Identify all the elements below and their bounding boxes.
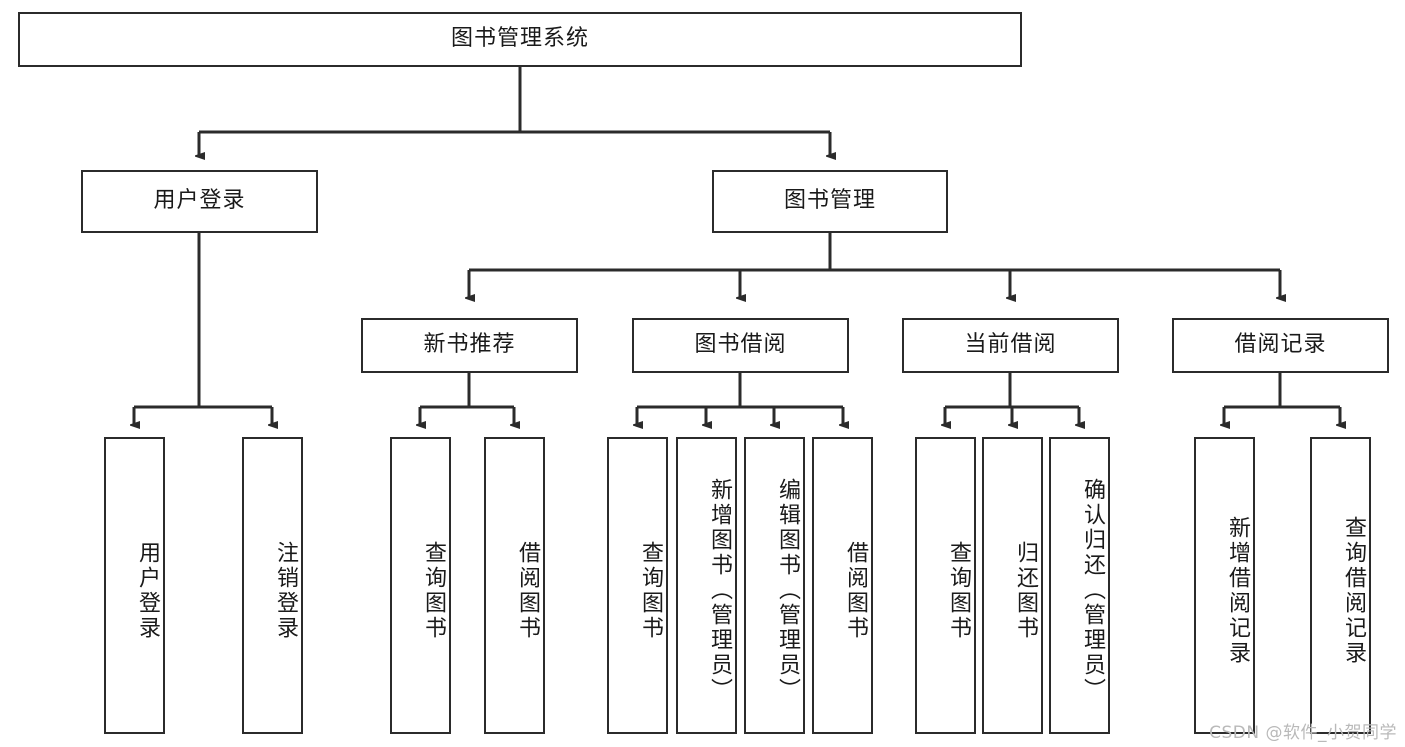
- node-label: 图书借阅: [694, 332, 787, 358]
- node-label: 借阅图书: [843, 540, 868, 641]
- node-label: 用户登录: [135, 540, 160, 641]
- leaf-query-borrow-record[interactable]: 查询借阅记录: [1310, 437, 1371, 734]
- node-label: 查询借阅记录: [1341, 515, 1366, 666]
- node-label: 归还图书: [1013, 540, 1038, 641]
- leaf-edit-book-admin[interactable]: 编辑图书（管理员）: [744, 437, 805, 734]
- node-label: 借阅图书: [515, 540, 540, 641]
- leaf-confirm-return-admin[interactable]: 确认归还（管理员）: [1049, 437, 1110, 734]
- node-book-management[interactable]: 图书管理: [712, 170, 948, 233]
- node-label: 新书推荐: [423, 332, 516, 358]
- node-label: 查询图书: [638, 540, 663, 641]
- node-label: 确认归还（管理员）: [1080, 478, 1105, 703]
- leaf-add-borrow-record[interactable]: 新增借阅记录: [1194, 437, 1255, 734]
- node-label: 注销登录: [273, 540, 298, 641]
- leaf-logout[interactable]: 注销登录: [242, 437, 303, 734]
- node-label: 编辑图书（管理员）: [775, 478, 800, 703]
- watermark: CSDN @软件_小贺同学: [1209, 723, 1397, 743]
- node-label: 新增图书（管理员）: [707, 478, 732, 703]
- leaf-user-login[interactable]: 用户登录: [104, 437, 165, 734]
- node-label: 用户登录: [153, 188, 246, 214]
- node-label: 图书管理系统: [450, 26, 589, 52]
- node-label: 借阅记录: [1234, 332, 1327, 358]
- leaf-return-book[interactable]: 归还图书: [982, 437, 1043, 734]
- leaf-add-book-admin[interactable]: 新增图书（管理员）: [676, 437, 737, 734]
- node-label: 新增借阅记录: [1225, 515, 1250, 666]
- leaf-query-book-recommend[interactable]: 查询图书: [390, 437, 451, 734]
- leaf-query-book-borrow[interactable]: 查询图书: [607, 437, 668, 734]
- node-new-book-recommend[interactable]: 新书推荐: [361, 318, 578, 373]
- node-book-borrow[interactable]: 图书借阅: [632, 318, 849, 373]
- leaf-borrow-book[interactable]: 借阅图书: [812, 437, 873, 734]
- node-current-borrow[interactable]: 当前借阅: [902, 318, 1119, 373]
- node-root-book-management-system[interactable]: 图书管理系统: [18, 12, 1022, 67]
- node-label: 当前借阅: [964, 332, 1057, 358]
- node-borrow-record[interactable]: 借阅记录: [1172, 318, 1389, 373]
- leaf-borrow-book-recommend[interactable]: 借阅图书: [484, 437, 545, 734]
- node-label: 查询图书: [421, 540, 446, 641]
- leaf-query-book-current[interactable]: 查询图书: [915, 437, 976, 734]
- node-label: 图书管理: [783, 188, 876, 214]
- node-label: 查询图书: [946, 540, 971, 641]
- node-user-login[interactable]: 用户登录: [81, 170, 318, 233]
